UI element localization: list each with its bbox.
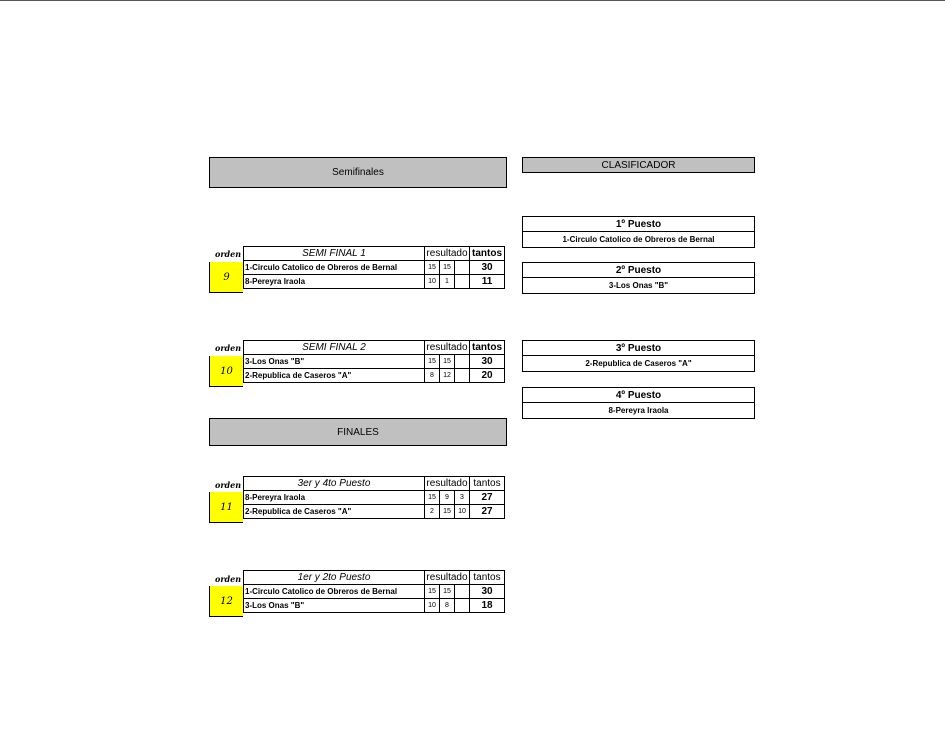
place-team: 3-Los Onas "B" xyxy=(608,281,669,290)
set-score: 10 xyxy=(424,598,440,613)
set-score: 15 xyxy=(439,584,455,599)
resultado-label: resultado xyxy=(424,476,470,491)
set-score: 2 xyxy=(424,504,440,519)
set-score xyxy=(454,598,470,613)
semifinales-header: Semifinales xyxy=(209,157,507,188)
set-score: 12 xyxy=(439,368,455,383)
tantos-value: 30 xyxy=(469,260,505,275)
place-team: 1-Circulo Catolico de Obreros de Bernal xyxy=(562,235,715,244)
place-title: 1º Puesto xyxy=(523,217,754,232)
match-title: SEMI FINAL 1 xyxy=(243,246,425,261)
match-table-1st-2nd: 1er y 2to Puesto resultado tantos 1-Circ… xyxy=(243,570,505,613)
tantos-value: 27 xyxy=(469,504,505,519)
set-score: 15 xyxy=(439,504,455,519)
set-score xyxy=(454,274,470,289)
place-title: 2º Puesto xyxy=(523,263,754,278)
set-score: 1 xyxy=(439,274,455,289)
place-title: 3º Puesto xyxy=(523,341,754,356)
set-score: 10 xyxy=(454,504,470,519)
set-score: 15 xyxy=(439,260,455,275)
finales-header: FINALES xyxy=(209,418,507,446)
place-team: 8-Pereyra Iraola xyxy=(608,406,669,415)
set-score: 15 xyxy=(424,490,440,505)
resultado-label: resultado xyxy=(424,570,470,585)
set-score: 9 xyxy=(439,490,455,505)
standing-3rd: 3º Puesto 2-Republica de Caseros "A" xyxy=(522,340,755,372)
set-score: 15 xyxy=(424,260,440,275)
set-score xyxy=(454,584,470,599)
top-border-line xyxy=(0,0,945,1)
tantos-value: 18 xyxy=(469,598,505,613)
set-score: 3 xyxy=(454,490,470,505)
resultado-label: resultado xyxy=(424,246,470,261)
orden-label: orden xyxy=(215,249,242,259)
clasificador-header: CLASIFICADOR xyxy=(522,157,755,173)
set-score: 8 xyxy=(424,368,440,383)
team-name: 2-Republica de Caseros "A" xyxy=(243,504,425,519)
set-score: 15 xyxy=(424,584,440,599)
tantos-value: 11 xyxy=(469,274,505,289)
orden-label: orden xyxy=(215,480,242,490)
match-number: 11 xyxy=(209,492,243,523)
match-number: 9 xyxy=(209,262,243,293)
set-score: 15 xyxy=(424,354,440,369)
match-title: 3er y 4to Puesto xyxy=(243,476,425,491)
tantos-label: tantos xyxy=(469,246,505,261)
tantos-label: tantos xyxy=(469,476,505,491)
team-name: 8-Pereyra Iraola xyxy=(243,490,425,505)
resultado-label: resultado xyxy=(424,340,470,355)
match-number: 12 xyxy=(209,586,243,617)
set-score xyxy=(454,354,470,369)
place-title: 4º Puesto xyxy=(523,388,754,403)
team-name: 2-Republica de Caseros "A" xyxy=(243,368,425,383)
team-name: 1-Circulo Catolico de Obreros de Bernal xyxy=(243,260,425,275)
tantos-value: 27 xyxy=(469,490,505,505)
orden-label: orden xyxy=(215,574,242,584)
team-name: 1-Circulo Catolico de Obreros de Bernal xyxy=(243,584,425,599)
set-score xyxy=(454,368,470,383)
orden-label: orden xyxy=(215,343,242,353)
tantos-value: 30 xyxy=(469,354,505,369)
match-title: 1er y 2to Puesto xyxy=(243,570,425,585)
match-number: 10 xyxy=(209,356,243,387)
team-name: 3-Los Onas "B" xyxy=(243,598,425,613)
tantos-label: tantos xyxy=(469,340,505,355)
standing-1st: 1º Puesto 1-Circulo Catolico de Obreros … xyxy=(522,216,755,248)
match-table-semi-1: SEMI FINAL 1 resultado tantos 1-Circulo … xyxy=(243,246,505,289)
set-score xyxy=(454,260,470,275)
team-name: 3-Los Onas "B" xyxy=(243,354,425,369)
tantos-label: tantos xyxy=(469,570,505,585)
set-score: 10 xyxy=(424,274,440,289)
match-table-3rd-4th: 3er y 4to Puesto resultado tantos 8-Pere… xyxy=(243,476,505,519)
match-table-semi-2: SEMI FINAL 2 resultado tantos 3-Los Onas… xyxy=(243,340,505,383)
tantos-value: 20 xyxy=(469,368,505,383)
set-score: 8 xyxy=(439,598,455,613)
standing-2nd: 2º Puesto 3-Los Onas "B" xyxy=(522,262,755,294)
standing-4th: 4º Puesto 8-Pereyra Iraola xyxy=(522,387,755,419)
place-team: 2-Republica de Caseros "A" xyxy=(585,359,692,368)
match-title: SEMI FINAL 2 xyxy=(243,340,425,355)
tantos-value: 30 xyxy=(469,584,505,599)
set-score: 15 xyxy=(439,354,455,369)
team-name: 8-Pereyra Iraola xyxy=(243,274,425,289)
